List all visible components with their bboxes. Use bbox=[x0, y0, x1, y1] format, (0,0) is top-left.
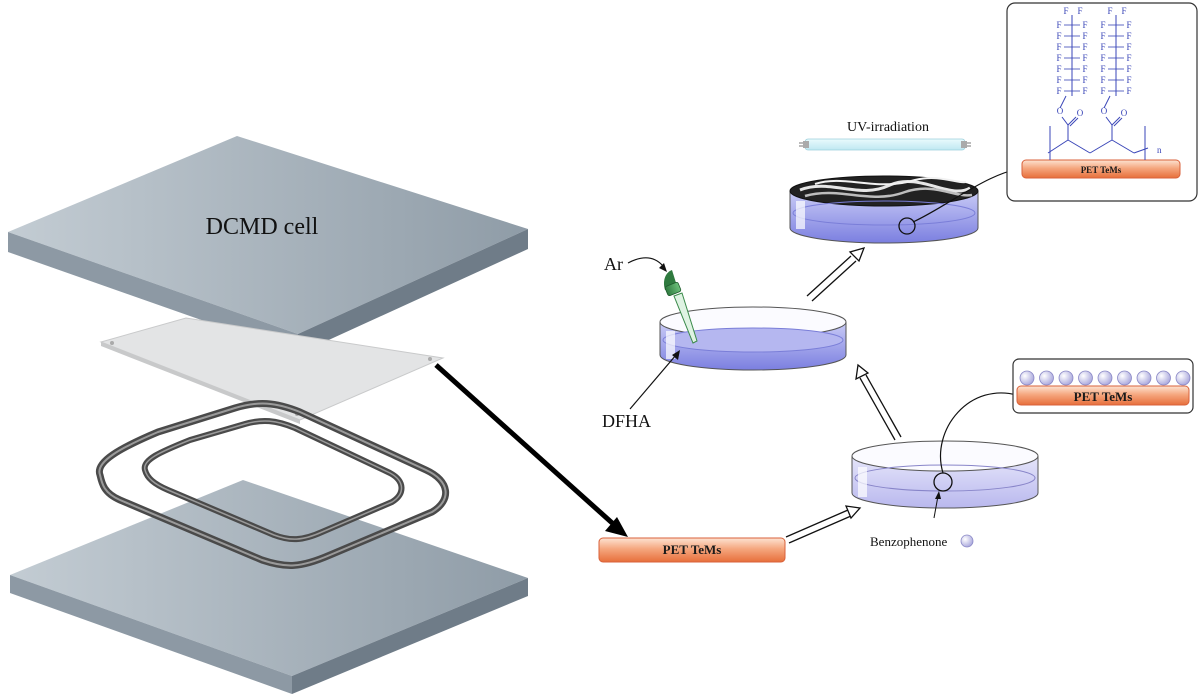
dfha-pointer-head bbox=[672, 350, 680, 360]
bond bbox=[1061, 116, 1069, 126]
fluorine-label: F bbox=[1056, 20, 1061, 30]
bond bbox=[1069, 117, 1079, 127]
bond bbox=[1067, 139, 1091, 154]
fluorine-label: F bbox=[1082, 42, 1087, 52]
bond bbox=[1105, 116, 1113, 126]
fluorine-label: F bbox=[1121, 6, 1126, 16]
bond bbox=[1111, 139, 1135, 154]
fluorine-label: F bbox=[1126, 86, 1131, 96]
fluorine-label: F bbox=[1126, 42, 1131, 52]
bond bbox=[1111, 116, 1121, 126]
fluorine-label: F bbox=[1082, 75, 1087, 85]
oxygen-label: O bbox=[1121, 108, 1128, 118]
fluorine-label: F bbox=[1063, 6, 1068, 16]
fluorine-label: F bbox=[1100, 86, 1105, 96]
dfha-pointer bbox=[629, 354, 677, 410]
fluorine-label: F bbox=[1056, 53, 1061, 63]
membrane-sheet bbox=[99, 317, 445, 424]
bottom-plate bbox=[10, 480, 528, 694]
fluorine-label: F bbox=[1082, 20, 1087, 30]
fluorine-label: F bbox=[1100, 31, 1105, 41]
petri-dish-dfha bbox=[659, 306, 847, 371]
fluorine-label: F bbox=[1100, 64, 1105, 74]
fluorine-label: F bbox=[1082, 53, 1087, 63]
fluorine-label: F bbox=[1100, 75, 1105, 85]
double-arrow-3 bbox=[806, 247, 866, 302]
fluorine-label: F bbox=[1100, 53, 1105, 63]
dfha-label: DFHA bbox=[602, 411, 651, 431]
top-plate bbox=[8, 136, 528, 354]
inset-pet-tems-top-label: PET TeMs bbox=[1081, 165, 1122, 175]
benzophenone-bead bbox=[1117, 370, 1132, 386]
ar-label: Ar bbox=[604, 254, 623, 274]
benzophenone-bead bbox=[1156, 370, 1171, 386]
double-arrow-1 bbox=[785, 505, 862, 544]
benzophenone-label: Benzophenone bbox=[870, 534, 947, 549]
inset-grafted-polymer bbox=[1006, 2, 1198, 202]
fluorine-label: F bbox=[1126, 64, 1131, 74]
oxygen-label: O bbox=[1077, 108, 1084, 118]
fluorine-label: F bbox=[1126, 53, 1131, 63]
bond bbox=[1089, 139, 1113, 154]
benzophenone-bead bbox=[1058, 370, 1074, 386]
pet-tems-main bbox=[598, 537, 786, 563]
benzophenone-bead bbox=[1019, 370, 1035, 386]
fluorine-label: F bbox=[1056, 31, 1061, 41]
fluorine-label: F bbox=[1126, 20, 1131, 30]
benzophenone-bead bbox=[1039, 370, 1054, 386]
fluorine-label: F bbox=[1056, 42, 1061, 52]
fluorine-label: F bbox=[1082, 64, 1087, 74]
benzophenone-bead bbox=[1078, 370, 1093, 386]
uv-lamp-icon bbox=[799, 138, 971, 151]
fluorine-label: F bbox=[1056, 86, 1061, 96]
bond bbox=[1047, 139, 1069, 154]
benzophenone-pointer-head bbox=[935, 491, 941, 499]
bond bbox=[1103, 95, 1111, 109]
ar-arrow bbox=[627, 257, 664, 267]
inset-benzophenone bbox=[1012, 358, 1194, 414]
dropper-icon bbox=[663, 270, 698, 344]
fluorine-label: F bbox=[1082, 86, 1087, 96]
fluorine-label: F bbox=[1056, 64, 1061, 74]
oxygen-label: O bbox=[1101, 106, 1108, 116]
dcmd-cell-label: DCMD cell bbox=[206, 214, 319, 240]
benzophenone-bead bbox=[1097, 370, 1113, 386]
fluorine-label: F bbox=[1107, 6, 1112, 16]
gasket-rings bbox=[95, 399, 450, 569]
bond bbox=[1067, 116, 1077, 126]
double-arrow-2 bbox=[855, 363, 902, 441]
uv-irradiation-label: UV-irradiation bbox=[847, 120, 929, 135]
inset-pet-tems-bottom-label: PET TeMs bbox=[1074, 389, 1133, 404]
bond bbox=[1059, 95, 1067, 109]
polymer-repeat-label: n bbox=[1157, 145, 1162, 155]
pet-tems-main-label: PET TeMs bbox=[663, 542, 722, 557]
membrane-arrow-head bbox=[605, 517, 628, 537]
oxygen-label: O bbox=[1057, 106, 1064, 116]
ar-arrow-head bbox=[659, 263, 667, 272]
bond bbox=[1113, 117, 1123, 127]
fluorine-label: F bbox=[1056, 75, 1061, 85]
inset-beads bbox=[1019, 370, 1191, 386]
fluorine-label: F bbox=[1082, 31, 1087, 41]
benzophenone-pointer bbox=[933, 495, 939, 519]
callout-line-1 bbox=[940, 392, 1021, 474]
membrane-arrow bbox=[434, 363, 622, 532]
petri-dish-grafted bbox=[789, 175, 979, 244]
petri-dish-benzophenone bbox=[851, 440, 1039, 509]
fluorine-label: F bbox=[1126, 75, 1131, 85]
benzophenone-bead bbox=[1175, 370, 1191, 386]
fluorine-label: F bbox=[1077, 6, 1082, 16]
benzophenone-bead bbox=[1136, 370, 1152, 386]
bond bbox=[1133, 147, 1149, 154]
fluorine-label: F bbox=[1100, 20, 1105, 30]
fluorine-label: F bbox=[1100, 42, 1105, 52]
benzophenone-bead bbox=[960, 534, 974, 548]
fluorine-label: F bbox=[1126, 31, 1131, 41]
